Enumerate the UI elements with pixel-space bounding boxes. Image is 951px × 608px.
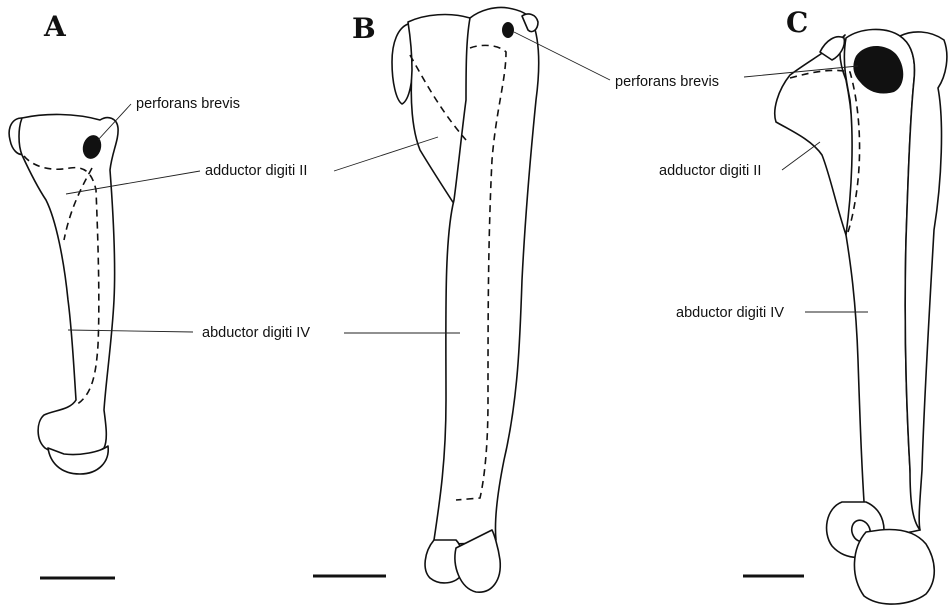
panel-c-adductor-leader [782,142,820,170]
panel-a-adductor-digiti-ii-label: adductor digiti II [205,163,307,179]
panel-b: B perforans brevis [313,7,719,592]
panel-c-distal-condyle-2 [854,530,934,605]
panel-b-perforans-brevis-scar [502,22,514,38]
panel-c-flange [775,35,854,235]
panel-b-perforans-brevis-label: perforans brevis [615,74,719,90]
panel-a-letter: A [43,10,67,43]
panel-a-abductor-digiti-iv-label: abductor digiti IV [202,325,310,341]
panel-c: C adductor digiti II abductor digiti IV [659,6,947,604]
panel-c-adductor-digiti-ii-label: adductor digiti II [659,163,761,179]
panel-c-abductor-digiti-iv-label: abductor digiti IV [676,305,784,321]
panel-a-perforans-brevis-label: perforans brevis [136,96,240,112]
panel-b-letter: B [352,12,376,45]
panel-a-bone-outline [19,114,118,455]
panel-a: A perforans brevis adductor digiti II ab… [9,10,310,578]
panel-c-letter: C [786,6,808,39]
